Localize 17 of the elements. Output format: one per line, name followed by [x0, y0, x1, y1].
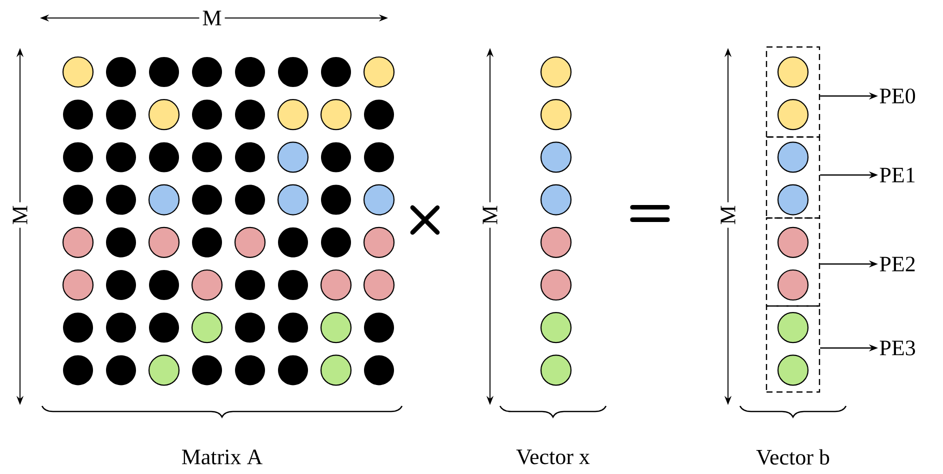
dimension-label: M: [10, 202, 30, 228]
caption-label: Matrix A: [178, 446, 266, 468]
equals-sign: =: [624, 202, 676, 230]
dashed-box: [766, 46, 820, 138]
caption-label: Vector b: [753, 446, 833, 468]
caption-label: Vector x: [513, 446, 593, 468]
times-sign: ×: [398, 201, 452, 239]
pe-label: PE0: [880, 88, 916, 104]
pe-label: PE3: [880, 340, 916, 356]
dimension-label: M: [480, 202, 500, 228]
dimension-label: M: [718, 202, 738, 228]
dimension-label: M: [199, 8, 225, 28]
dashed-box: [766, 136, 820, 219]
dashed-box: [766, 305, 820, 393]
dashed-box: [766, 217, 820, 307]
pe-label: PE2: [880, 256, 915, 272]
pe-label: PE1: [880, 168, 915, 182]
